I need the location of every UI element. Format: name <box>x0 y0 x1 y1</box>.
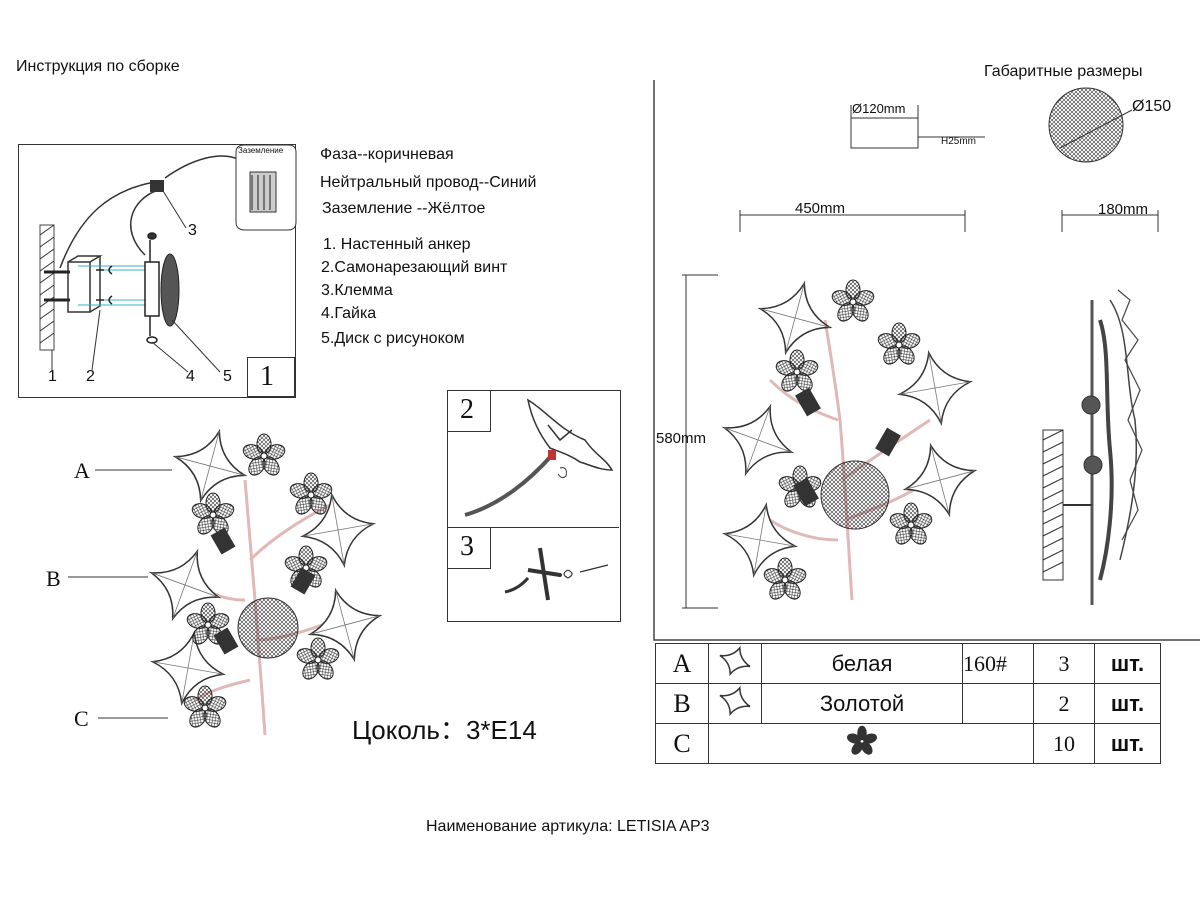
step3-number-box: 3 <box>447 527 491 569</box>
nut-icon <box>557 467 567 479</box>
step1-panel: 1 <box>18 144 296 398</box>
row-name: Золотой <box>761 683 963 724</box>
flower-crystal-icon <box>846 725 878 755</box>
curved-rod <box>464 453 554 517</box>
decor-disc-icon <box>160 253 180 327</box>
row-letter: C <box>655 723 709 764</box>
row-name <box>761 723 963 764</box>
star-glass-icon <box>719 645 751 677</box>
callout-1: 1 <box>48 368 57 385</box>
part-2: 2.Самонарезающий винт <box>321 259 508 276</box>
article-name: Наименование артикула: LETISIA AP3 <box>426 818 710 835</box>
step2-number: 2 <box>460 394 474 425</box>
wire-lines <box>59 155 241 269</box>
row-unit: шт. <box>1094 683 1161 724</box>
disc-diameter: Ø120mm <box>852 101 906 116</box>
row-unit: шт. <box>1094 723 1161 764</box>
height-dimension: 580mm <box>656 430 707 447</box>
lamp-socket-icon <box>210 527 316 655</box>
glass-arm-icon <box>526 398 614 471</box>
table-row: C 10 шт. <box>655 723 1161 764</box>
disc-base-icon <box>144 232 160 344</box>
row-qty: 3 <box>1033 643 1095 684</box>
wiring-phase: Фаза--коричневая <box>320 146 454 163</box>
callout-2: 2 <box>86 368 95 385</box>
row-icon <box>708 643 762 684</box>
step3-number: 3 <box>460 531 474 562</box>
side-view <box>1042 289 1143 605</box>
callout-4: 4 <box>186 368 195 385</box>
part-5: 5.Диск с рисуноком <box>321 330 465 347</box>
socket-icon <box>548 450 556 460</box>
row-code <box>962 723 1034 764</box>
wall-anchor-icon <box>44 270 70 302</box>
central-disc-icon <box>237 597 299 659</box>
callout-5: 5 <box>223 368 232 385</box>
row-unit: шт. <box>1094 643 1161 684</box>
plate-icon <box>1048 87 1124 163</box>
part-4: 4.Гайка <box>321 305 377 322</box>
row-icon <box>708 683 762 724</box>
step1-number: 1 <box>260 361 274 392</box>
terminal-diagram <box>235 144 297 231</box>
table-row: B Золотой 2 шт. <box>655 683 1161 724</box>
mount-bracket-icon <box>67 255 103 313</box>
wiring-neutral: Нейтральный провод--Синий <box>320 174 537 191</box>
label-c: C <box>74 706 89 731</box>
row-icon-empty <box>708 723 762 764</box>
plate-diameter: Ø150 <box>1132 98 1172 115</box>
disc-height: H25mm <box>941 136 977 147</box>
depth-dimension: 180mm <box>1098 201 1149 218</box>
row-name: белая <box>761 643 963 684</box>
wall-hatch <box>39 224 55 351</box>
label-b: B <box>46 566 61 591</box>
assembly-title: Инструкция по сборке <box>16 58 180 75</box>
steps-divider <box>447 527 619 528</box>
row-letter: B <box>655 683 709 724</box>
table-row: A белая 160# 3 шт. <box>655 643 1161 684</box>
part-1: 1. Настенный анкер <box>323 236 471 253</box>
width-dimension: 450mm <box>795 200 846 217</box>
row-code <box>962 683 1034 724</box>
terminal-icon <box>150 180 164 192</box>
step1-number-box: 1 <box>247 357 295 397</box>
row-qty: 2 <box>1033 683 1095 724</box>
screw-icon <box>96 265 113 305</box>
base-spec: Цоколь：3*E14 <box>352 715 537 745</box>
wiring-ground: Заземление --Жёлтое <box>322 200 486 217</box>
row-qty: 10 <box>1033 723 1095 764</box>
parts-table: A белая 160# 3 шт. B Золотой 2 шт. C <box>655 643 1161 764</box>
dimensions-title: Габаритные размеры <box>984 63 1143 80</box>
row-code: 160# <box>962 643 1034 684</box>
part-3: 3.Клемма <box>321 282 393 299</box>
row-letter: A <box>655 643 709 684</box>
label-a: A <box>74 458 90 483</box>
terminal-label: Заземление <box>238 146 284 155</box>
terminal-connector-icon <box>504 547 561 601</box>
step2-number-box: 2 <box>447 390 491 432</box>
star-glass-icon <box>719 685 751 717</box>
callout-3: 3 <box>188 222 197 239</box>
steps-2-3-panel <box>447 390 621 622</box>
